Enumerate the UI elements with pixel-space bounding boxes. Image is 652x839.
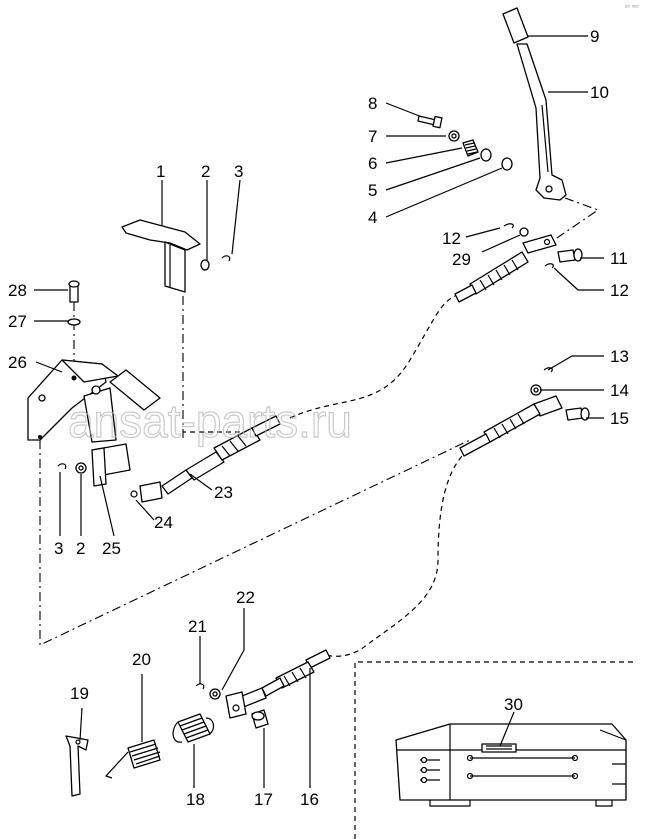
callout-21: 21	[188, 617, 207, 636]
callout-2b: 2	[76, 539, 85, 558]
spring-20	[127, 739, 161, 769]
spring-18	[177, 713, 211, 743]
callout-11: 11	[610, 249, 628, 268]
washer-29	[519, 227, 529, 237]
pin-11	[557, 249, 576, 263]
callout-29: 29	[452, 250, 471, 269]
callout-23: 23	[214, 483, 233, 502]
callout-24: 24	[154, 513, 173, 532]
callout-3b: 3	[54, 539, 63, 558]
callout-1: 1	[156, 162, 165, 181]
nut-4	[501, 157, 513, 171]
bracket-1-leg	[164, 241, 186, 293]
bolt-28-group	[67, 280, 81, 326]
callout-2a: 2	[201, 162, 210, 181]
callout-27: 27	[8, 312, 27, 331]
callout-3a: 3	[234, 162, 243, 181]
clevis-upper	[522, 234, 557, 254]
cotter-pin-12a	[503, 223, 514, 229]
cotter-pin-12b	[544, 263, 554, 269]
plate-25	[91, 443, 131, 487]
callout-8: 8	[368, 94, 377, 113]
routing-lines	[39, 197, 600, 657]
callout-16: 16	[300, 790, 319, 809]
callout-15: 15	[610, 409, 629, 428]
springs-and-bracket	[65, 713, 215, 797]
callout-18: 18	[186, 790, 205, 809]
corner-mark: ᵗᵖᵗ ˢʷᵖ	[625, 4, 639, 11]
callout-17: 17	[254, 790, 273, 809]
left-pins	[57, 462, 87, 474]
bushing-5	[480, 148, 492, 162]
cable-end-upper	[469, 251, 529, 295]
part-30-highlight	[481, 743, 517, 753]
callout-22: 22	[236, 588, 255, 607]
callout-9: 9	[590, 27, 599, 46]
bracket-upper	[121, 219, 231, 293]
cotter-pin-3b	[57, 463, 67, 470]
callout-14: 14	[610, 381, 629, 400]
cotter-pin-3	[221, 255, 231, 262]
callout-numbers: 9 10 8 7 6 5 4 12 29 11 12 1 2 3 28 27 2…	[8, 27, 629, 809]
leader-lines	[34, 35, 604, 788]
callout-13: 13	[610, 347, 629, 366]
upper-cable-end	[454, 223, 583, 303]
bracket-19	[65, 735, 89, 797]
callout-25: 25	[102, 539, 121, 558]
callout-30: 30	[504, 695, 523, 714]
callout-5: 5	[368, 181, 377, 200]
callout-4: 4	[368, 208, 377, 227]
inset-panel	[354, 661, 634, 839]
callout-26: 26	[8, 353, 27, 372]
lower-right-cable-end	[459, 367, 590, 457]
control-lever	[502, 7, 567, 201]
callout-19: 19	[70, 684, 89, 703]
lever-knob	[502, 7, 529, 44]
callout-12b: 12	[610, 281, 629, 300]
bracket-26	[27, 359, 161, 443]
callout-7: 7	[368, 127, 377, 146]
washer-2	[200, 259, 210, 271]
callout-12a: 12	[442, 229, 461, 248]
cable-16	[195, 649, 331, 729]
lever-arm	[516, 43, 567, 201]
cable-end-24	[139, 481, 163, 503]
callout-6: 6	[368, 154, 377, 173]
lever-fasteners	[417, 115, 513, 171]
cable-23	[130, 415, 281, 503]
washer-27	[67, 318, 81, 326]
callout-10: 10	[590, 83, 609, 102]
bracket-1-top	[121, 219, 201, 251]
callout-20: 20	[132, 650, 151, 669]
callout-28: 28	[8, 281, 27, 300]
watermark: ansat-parts.ru	[68, 395, 352, 447]
cotter-pin-21	[195, 683, 205, 690]
tractor-outline	[395, 723, 627, 801]
